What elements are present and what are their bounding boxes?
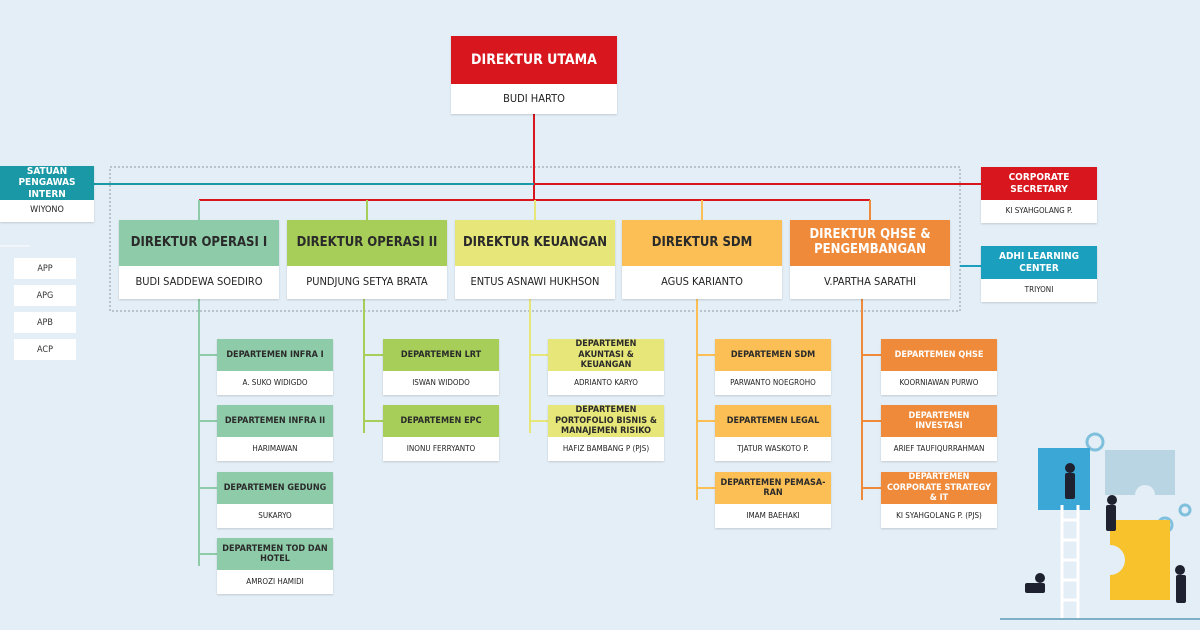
box-dept-1-1-name: INONU FERRYANTO — [383, 437, 499, 461]
box-dept-0-1-name: HARIMAWAN — [217, 437, 333, 461]
businessman-figures — [1025, 463, 1186, 603]
ladder-icon — [1060, 505, 1080, 620]
ground-line — [1000, 618, 1200, 620]
box-dept-2-1-name: HAFIZ BAMBANG P (PJS) — [548, 437, 664, 461]
box-dept-3-1-name: TJATUR WASKOTO P. — [715, 437, 831, 461]
box-dept-0-1-title: DEPARTEMEN INFRA II — [217, 405, 333, 437]
box-dept-0-0-title: DEPARTEMEN INFRA I — [217, 339, 333, 371]
box-director-1-title: DIREKTUR OPERASI II — [287, 220, 447, 266]
puzzle-piece-blue — [1038, 448, 1090, 510]
box-dept-4-1-title: DEPARTEMEN INVESTASI — [881, 405, 997, 437]
box-dept-2-0-name: ADRIANTO KARYO — [548, 371, 664, 395]
box-director-1-name: PUNDJUNG SETYA BRATA — [287, 266, 447, 299]
box-dept-1-1-title: DEPARTEMEN EPC — [383, 405, 499, 437]
box-director-2-title: DIREKTUR KEUANGAN — [455, 220, 615, 266]
box-right-unit-1-title: ADHI LEARNING CENTER — [981, 246, 1097, 279]
box-dept-4-1-name: ARIEF TAUFIQURRAHMAN — [881, 437, 997, 461]
box-dept-3-1-title: DEPARTEMEN LEGAL — [715, 405, 831, 437]
box-director-2-name: ENTUS ASNAWI HUKHSON — [455, 266, 615, 299]
box-dept-0-2-title: DEPARTEMEN GEDUNG — [217, 472, 333, 504]
direktur-utama-name: BUDI HARTO — [451, 84, 617, 114]
direktur-utama-title: DIREKTUR UTAMA — [451, 36, 617, 84]
box-director-3-title: DIREKTUR SDM — [622, 220, 782, 266]
box-dept-1-0-name: ISWAN WIDODO — [383, 371, 499, 395]
box-dept-1-0-title: DEPARTEMEN LRT — [383, 339, 499, 371]
box-director-0-title: DIREKTUR OPERASI I — [119, 220, 279, 266]
box-right-unit-0-name: KI SYAHGOLANG P. — [981, 200, 1097, 223]
box-dept-3-0-name: PARWANTO NOEGROHO — [715, 371, 831, 395]
box-direktur-utama: DIREKTUR UTAMA BUDI HARTO — [451, 36, 617, 114]
box-dept-3-2-title: DEPARTEMEN PEMASA-RAN — [715, 472, 831, 504]
puzzle-piece-grey — [1105, 450, 1175, 495]
box-dept-2-0-title: DEPARTEMEN AKUNTASI & KEUANGAN — [548, 339, 664, 371]
box-dept-4-2-name: KI SYAHGOLANG P. (PJS) — [881, 504, 997, 528]
box-director-3-name: AGUS KARIANTO — [622, 266, 782, 299]
box-director-4-name: V.PARTHA SARATHI — [790, 266, 950, 299]
box-dept-2-1-title: DEPARTEMEN PORTOFOLIO BISNIS & MANAJEMEN… — [548, 405, 664, 437]
left-item-app: APP — [14, 258, 76, 279]
box-right-unit-1-name: TRIYONI — [981, 279, 1097, 302]
box-dept-0-3-name: AMROZI HAMIDI — [217, 570, 333, 594]
box-dept-0-2-name: SUKARYO — [217, 504, 333, 528]
box-dept-3-2-name: IMAM BAEHAKI — [715, 504, 831, 528]
box-director-4-title: DIREKTUR QHSE & PENGEMBANGAN — [790, 220, 950, 266]
left-item-apg: APG — [14, 285, 76, 306]
left-item-acp: ACP — [14, 339, 76, 360]
puzzle-piece-yellow — [1110, 520, 1170, 600]
box-dept-0-0-name: A. SUKO WIDIGDO — [217, 371, 333, 395]
left-item-apb: APB — [14, 312, 76, 333]
box-right-unit-0-title: CORPORATE SECRETARY — [981, 167, 1097, 200]
box-dept-0-3-title: DEPARTEMEN TOD DAN HOTEL — [217, 538, 333, 570]
spi-name: WIYONO — [0, 200, 94, 222]
box-dept-4-0-title: DEPARTEMEN QHSE — [881, 339, 997, 371]
box-dept-3-0-title: DEPARTEMEN SDM — [715, 339, 831, 371]
box-dept-2-1: DEPARTEMEN PORTOFOLIO BISNIS & MANAJEMEN… — [548, 405, 664, 461]
spi-title: SATUAN PENGAWAS INTERN — [0, 166, 94, 200]
box-satuan-pengawas-intern: SATUAN PENGAWAS INTERN WIYONO — [0, 166, 94, 222]
box-director-0-name: BUDI SADDEWA SOEDIRO — [119, 266, 279, 299]
teamwork-puzzle-illustration — [1000, 432, 1200, 620]
box-dept-4-0-name: KOORNIAWAN PURWO — [881, 371, 997, 395]
box-dept-4-2-title: DEPARTEMEN CORPORATE STRATEGY & IT — [881, 472, 997, 504]
